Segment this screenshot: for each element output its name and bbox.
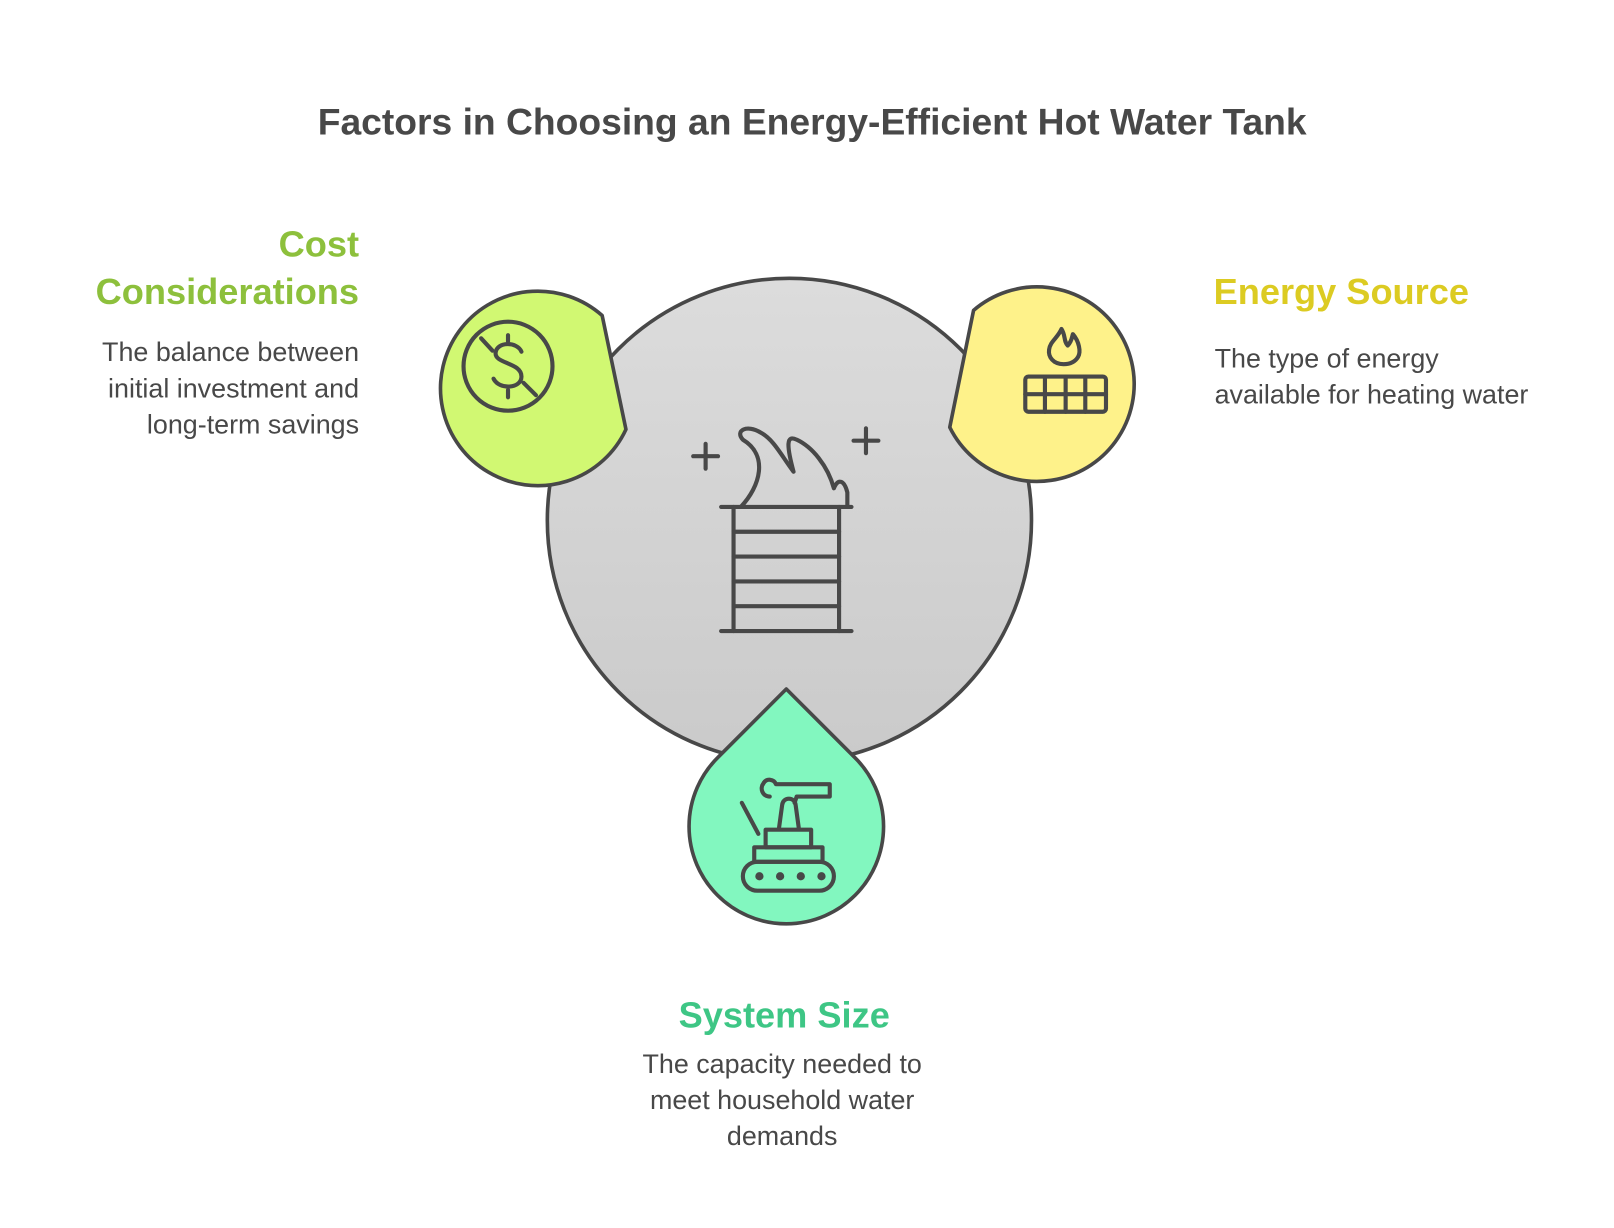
no-dollar-icon [461,319,555,413]
factor-desc-line: available for heating water [1215,379,1529,409]
factor-cost-text: Cost Considerations The balance between … [96,224,359,440]
factor-desc-line: demands [727,1121,838,1151]
factor-desc-line: The capacity needed to [642,1049,921,1079]
factor-title-line: Considerations [96,271,359,312]
factor-energy-text: Energy Source The type of energy availab… [1214,271,1529,409]
factor-title-line: System Size [679,994,890,1035]
factor-system-pin[interactable] [687,687,886,926]
page-title: Factors in Choosing an Energy-Efficient … [318,100,1307,142]
flame-grill-icon [1023,326,1109,414]
tank-vehicle-icon [739,777,836,893]
factor-desc-line: The type of energy [1215,343,1440,373]
factor-desc-line: The balance between [102,337,359,367]
factor-energy-pin[interactable] [947,285,1136,484]
burning-tank-icon [691,426,881,634]
factor-system-text: System Size The capacity needed to meet … [642,994,921,1151]
factor-title-line: Cost [279,224,359,265]
factor-cost-pin[interactable] [438,289,628,488]
factor-desc-line: meet household water [650,1085,914,1115]
factor-desc-line: long-term savings [147,409,359,439]
factor-title-line: Energy Source [1214,271,1469,312]
factor-desc-line: initial investment and [108,373,359,403]
